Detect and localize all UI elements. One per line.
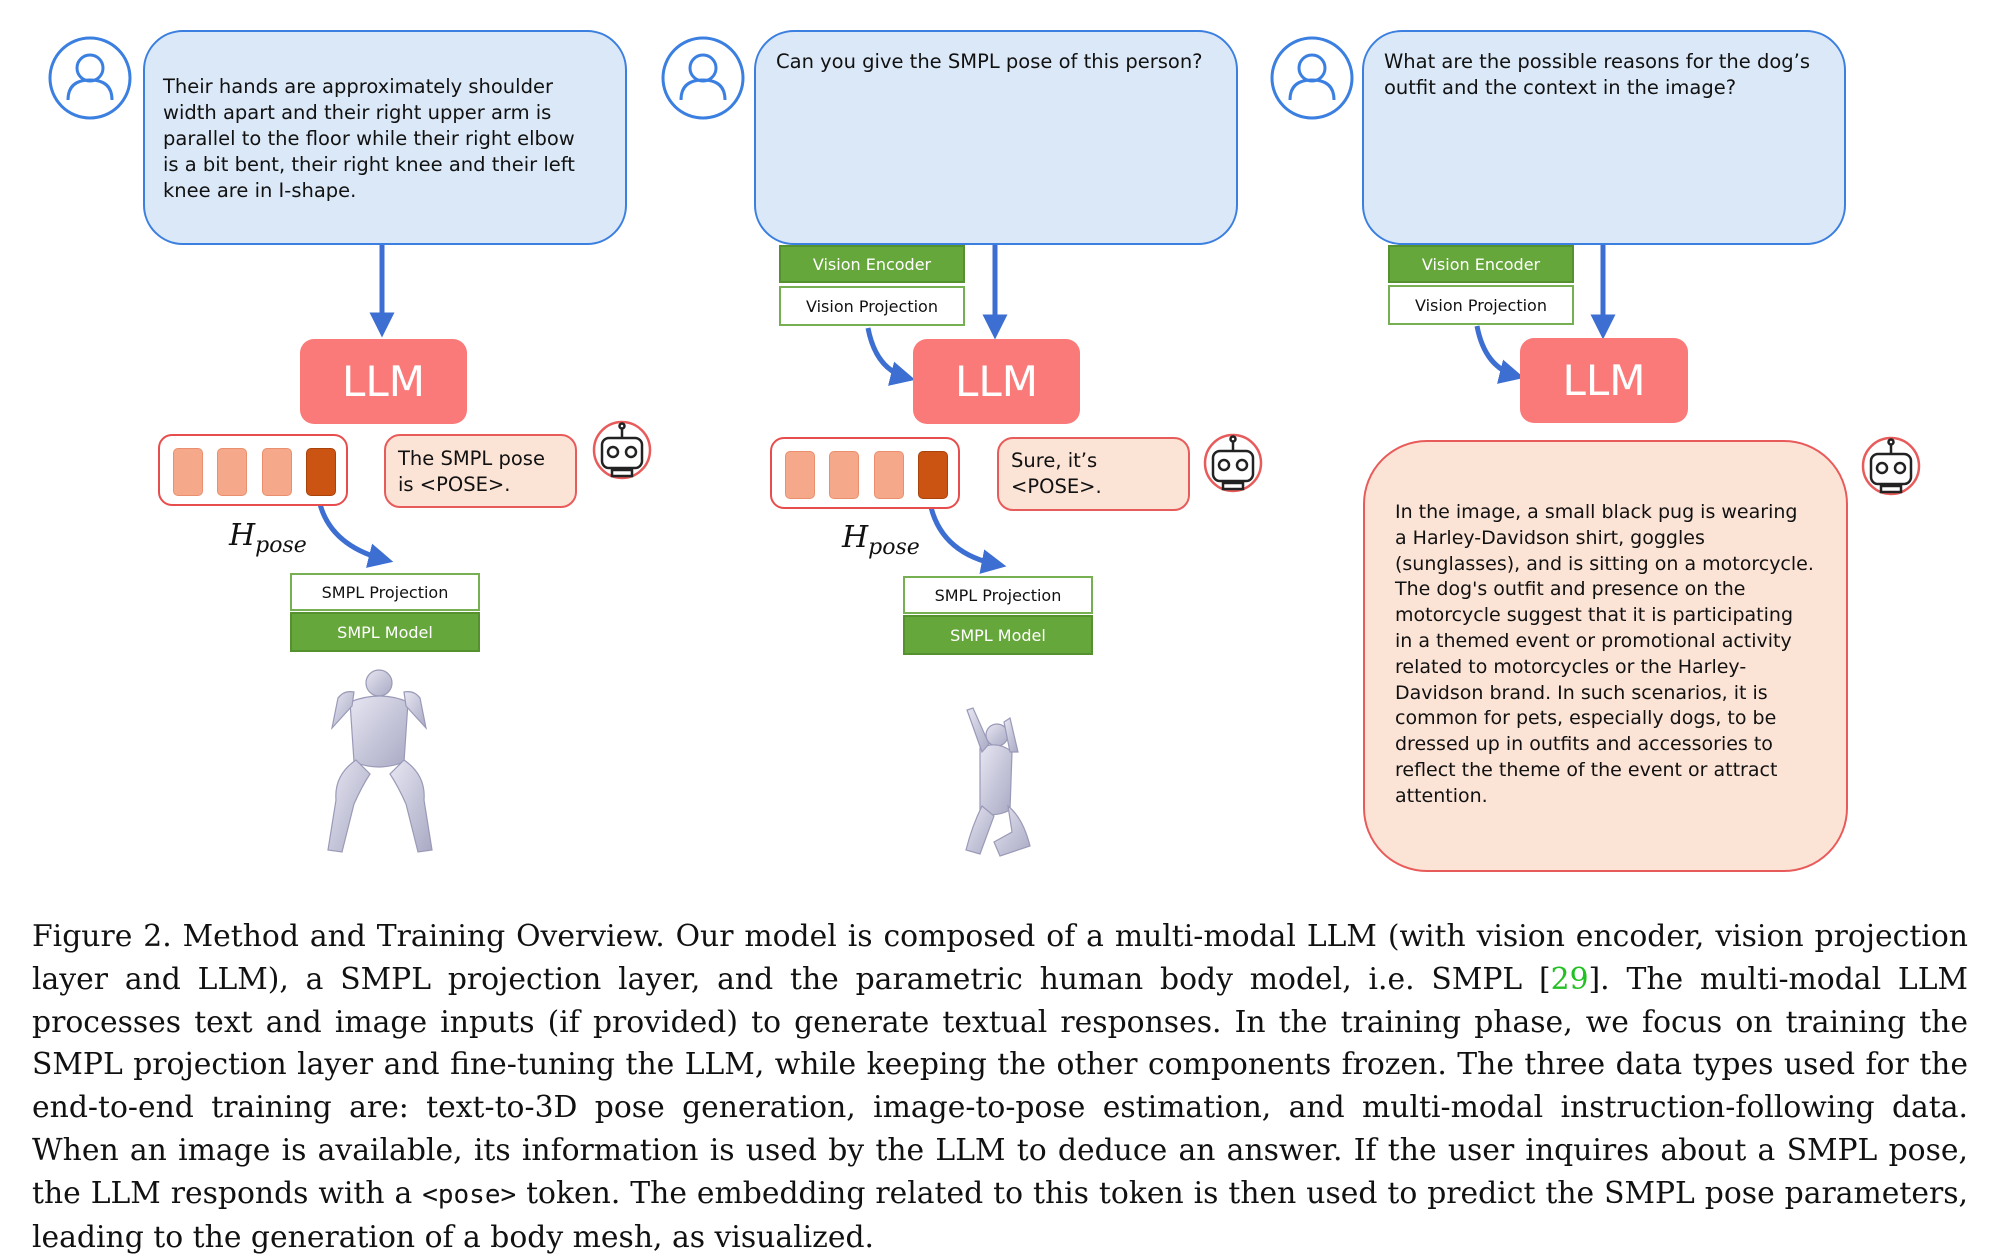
body-mesh bbox=[965, 707, 1031, 857]
user-icon bbox=[661, 36, 745, 120]
robot-icon bbox=[1203, 433, 1263, 493]
pose-token-text: <pose> bbox=[422, 1179, 517, 1210]
robot-icon bbox=[592, 420, 652, 480]
question-text: What are the possible reasons for the do… bbox=[1384, 50, 1811, 99]
smpl-model-box: SMPL Model bbox=[290, 612, 480, 652]
figure-caption: Figure 2. Method and Training Overview. … bbox=[32, 916, 1968, 1259]
caption-text: ]. The multi-modal LLM processes text an… bbox=[32, 961, 1968, 1211]
pose-token bbox=[306, 448, 336, 496]
answer-text: In the image, a small black pug is weari… bbox=[1395, 501, 1814, 807]
llm-block: LLM bbox=[913, 339, 1080, 424]
question-text: Their hands are approximately shoulder w… bbox=[163, 75, 575, 202]
question-bubble: Their hands are approximately shoulder w… bbox=[143, 30, 627, 245]
arrow-vision-to-llm bbox=[1474, 325, 1525, 384]
caption-text: Figure 2. Method and Training Overview. … bbox=[32, 919, 1968, 997]
vision-encoder-box: Vision Encoder bbox=[1388, 245, 1574, 283]
smpl-model-box: SMPL Model bbox=[903, 615, 1093, 655]
question-text: Can you give the SMPL pose of this perso… bbox=[776, 50, 1203, 73]
question-bubble: What are the possible reasons for the do… bbox=[1362, 30, 1846, 245]
token bbox=[262, 448, 292, 496]
smpl-projection-box: SMPL Projection bbox=[290, 573, 480, 611]
token-row bbox=[158, 434, 348, 506]
arrow-vision-to-llm bbox=[865, 327, 916, 386]
reply-bubble: The SMPL pose is <POSE>. bbox=[384, 434, 577, 508]
smpl-projection-box: SMPL Projection bbox=[903, 576, 1093, 614]
robot-icon bbox=[1861, 436, 1921, 496]
hpose-label: Hpose bbox=[229, 518, 307, 558]
token bbox=[785, 451, 815, 499]
llm-block: LLM bbox=[300, 339, 467, 424]
user-icon bbox=[1270, 36, 1354, 120]
answer-bubble: In the image, a small black pug is weari… bbox=[1363, 440, 1848, 872]
body-mesh bbox=[327, 669, 433, 853]
question-bubble: Can you give the SMPL pose of this perso… bbox=[754, 30, 1238, 245]
citation-link[interactable]: 29 bbox=[1550, 961, 1589, 997]
token bbox=[173, 448, 203, 496]
token-row bbox=[770, 437, 960, 509]
reply-bubble: Sure, it’s <POSE>. bbox=[997, 437, 1190, 511]
vision-projection-box: Vision Projection bbox=[1388, 285, 1574, 325]
pose-token bbox=[918, 451, 948, 499]
hpose-label: Hpose bbox=[842, 520, 920, 560]
vision-encoder-box: Vision Encoder bbox=[779, 245, 965, 283]
token bbox=[874, 451, 904, 499]
token bbox=[829, 451, 859, 499]
llm-block: LLM bbox=[1520, 338, 1688, 423]
token bbox=[217, 448, 247, 496]
vision-projection-box: Vision Projection bbox=[779, 286, 965, 326]
user-icon bbox=[48, 36, 132, 120]
